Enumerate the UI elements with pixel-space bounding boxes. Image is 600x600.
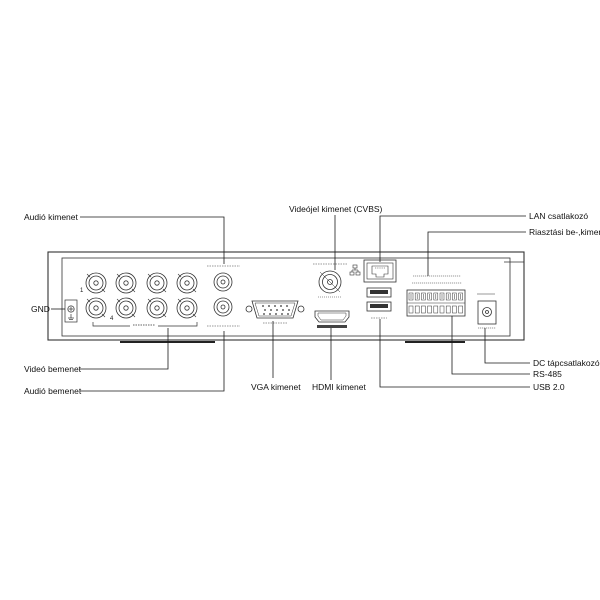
terminal-screws [408,292,463,314]
leader-lan [379,215,526,262]
chassis [47,251,525,341]
cvbs-port [313,263,347,298]
label-usb: USB 2.0 [533,382,565,392]
label-lan: LAN csatlakozó [529,211,589,221]
hdmi-port [314,310,350,328]
leader-usb [379,319,530,388]
label-rs485: RS-485 [533,369,562,379]
audio-in-jack [213,297,233,317]
bnc-connector-6 [115,297,137,319]
audio-rca-jacks [207,265,240,327]
usb-port-1 [366,287,392,298]
chassis-outer-frame [47,251,525,341]
label-hdmi: HDMI kimenet [312,382,366,392]
label-gnd: GND [31,304,50,314]
vga-pins [262,305,290,315]
bnc-video-inputs [85,272,198,319]
label-video-in: Videó bemenet [24,364,82,374]
dc-power-jack [477,293,497,329]
leader-rs485 [451,316,530,375]
channel-1-label: 1 [80,288,84,294]
terminal-block [406,275,466,317]
bnc-connector-2 [115,272,137,294]
label-audio-out: Audió kimenet [24,212,78,222]
label-dc-power: DC tápcsatlakozó [533,358,600,368]
network-icon [349,264,361,276]
audio-out-jack [213,272,233,292]
leader-audio-out [80,216,225,264]
leader-alarm [427,231,526,276]
chassis-inner-panel [61,257,511,337]
video-in-bracket [92,322,198,327]
leader-audio-in [80,331,225,392]
bnc-connector-5 [85,297,107,319]
label-alarm: Riasztási be-,kimenet [529,227,600,237]
usb-port-2 [366,301,392,312]
label-cvbs: Videójel kimenet (CVBS) [289,204,383,214]
label-vga: VGA kimenet [251,382,301,392]
bnc-connector-3 [146,272,168,294]
bnc-connector-8 [176,297,198,319]
leader-dc [484,328,530,364]
leader-video-in [80,328,169,370]
lan-usb-stack [363,259,397,319]
bnc-connector-7 [146,297,168,319]
bnc-connector-1 [85,272,107,294]
bnc-connector-4 [176,272,198,294]
channel-4-label: 4 [110,316,114,322]
label-audio-in: Audió bemenet [24,386,82,396]
gnd-terminal [64,299,78,323]
vga-port [245,300,305,324]
leader-lines [51,215,530,392]
